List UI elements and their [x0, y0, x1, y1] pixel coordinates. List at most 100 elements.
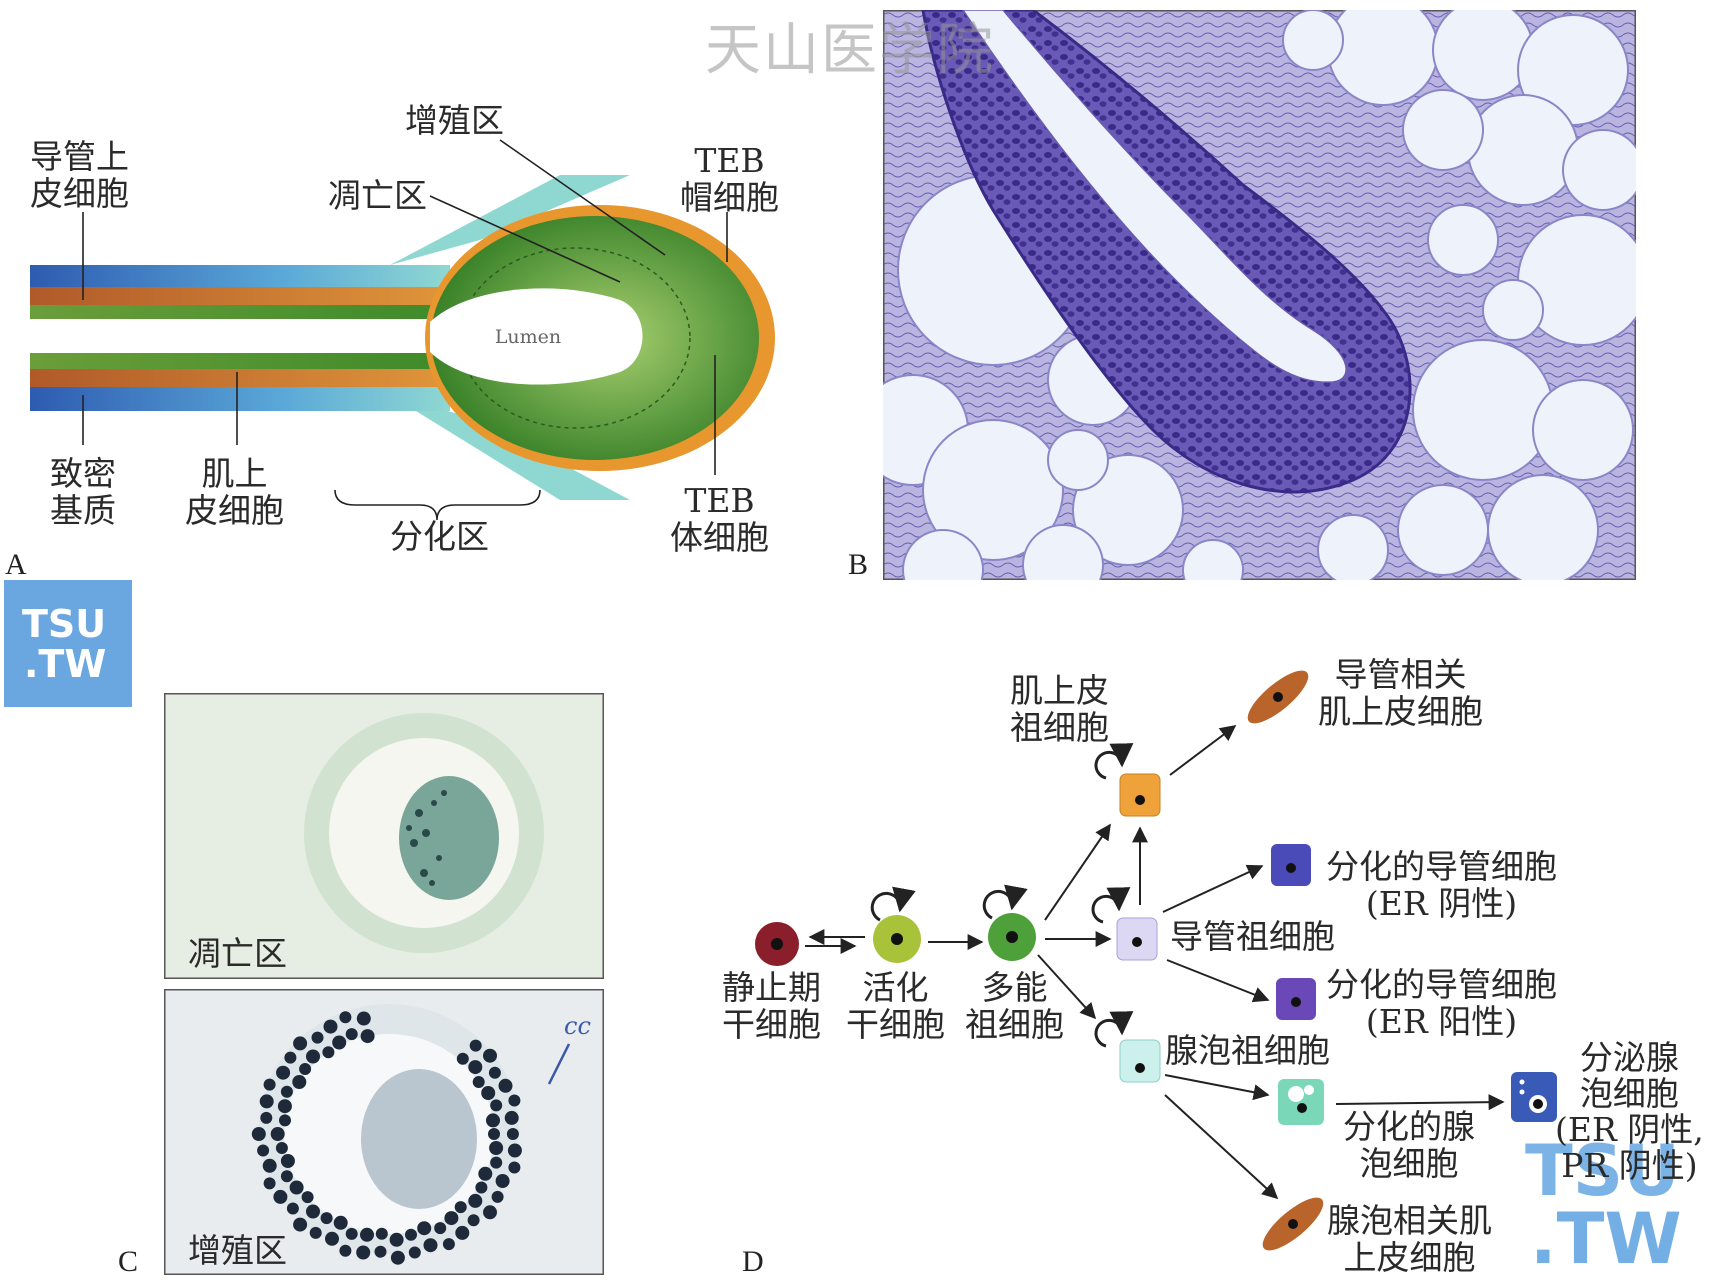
stained-nucleus	[472, 1076, 485, 1088]
stained-nucleus	[491, 1190, 504, 1203]
panel-letter-a: A	[5, 548, 27, 581]
stained-nucleus	[417, 1221, 432, 1236]
panel-letter-c: C	[118, 1245, 139, 1278]
label-differentiation-zone: 分化区	[390, 517, 489, 556]
label-multipotent-progenitor: 多能 祖细胞	[965, 968, 1064, 1044]
stained-ring	[251, 1011, 522, 1265]
stained-nucleus	[280, 1085, 293, 1098]
stained-nucleus	[483, 1048, 497, 1063]
stained-nucleus	[469, 1039, 482, 1052]
label-activated-stem: 活化 干细胞	[846, 968, 945, 1044]
stained-nucleus	[495, 1174, 510, 1188]
stained-nucleus	[468, 1060, 483, 1075]
stained-nucleus	[434, 1222, 447, 1235]
duct-bottom-epi	[30, 353, 450, 369]
fat-sheath-top	[390, 175, 630, 265]
stained-nucleus	[488, 1128, 500, 1140]
stained-nucleus	[339, 1244, 352, 1257]
stained-nucleus	[299, 1063, 312, 1075]
stained-nucleus	[325, 1231, 339, 1246]
label-dense-stroma: 致密 基质	[50, 454, 116, 530]
stained-nucleus	[490, 1099, 503, 1112]
stained-nucleus	[273, 1189, 288, 1204]
duct-top-stroma	[30, 265, 450, 287]
watermark-top: 天山医学院	[705, 18, 995, 83]
stained-nucleus	[455, 1225, 470, 1240]
lumen	[430, 288, 643, 385]
stained-nucleus	[489, 1141, 504, 1155]
stained-nucleus	[390, 1250, 405, 1265]
label-apoptosis-zone: 凋亡区	[328, 176, 427, 215]
stained-nucleus	[345, 1227, 358, 1240]
label-secretory-alveolar: 分泌腺 泡细胞 (ER 阴性, PR 阴性)	[1555, 1038, 1704, 1185]
stained-nucleus	[277, 1099, 292, 1114]
stained-nucleus	[263, 1078, 276, 1091]
label-myoepithelial: 肌上 皮细胞	[185, 454, 284, 530]
stained-nucleus	[405, 1228, 417, 1241]
stained-nucleus	[301, 1191, 314, 1204]
stained-nucleus	[279, 1114, 291, 1127]
stained-center	[361, 1069, 477, 1209]
cc-label: cc	[564, 1012, 591, 1040]
stained-nucleus	[309, 1226, 322, 1239]
stained-nucleus	[456, 1052, 469, 1065]
panel-c-bottom-image: cc	[164, 989, 604, 1275]
stained-nucleus	[389, 1232, 404, 1247]
stained-nucleus	[504, 1110, 519, 1125]
stained-nucleus	[408, 1246, 421, 1259]
stained-nucleus	[360, 1227, 374, 1242]
stained-nucleus	[280, 1154, 295, 1168]
stained-nucleus	[332, 1035, 347, 1050]
panel-letter-d: D	[742, 1245, 764, 1278]
stained-nucleus	[275, 1142, 288, 1154]
panel-c-top-label: 凋亡区	[188, 934, 287, 973]
label-ductal-progenitor: 导管祖细胞	[1170, 917, 1335, 956]
logo-line1: TSU	[22, 602, 107, 646]
stained-nucleus	[292, 1075, 307, 1089]
stained-nucleus	[356, 1011, 371, 1026]
duct-top-myo	[30, 287, 450, 305]
stained-nucleus	[498, 1078, 513, 1093]
stained-nucleus	[508, 1094, 521, 1107]
stained-nucleus	[444, 1211, 459, 1226]
stained-nucleus	[284, 1051, 297, 1064]
stained-nucleus	[323, 1019, 338, 1034]
stained-nucleus	[486, 1113, 500, 1128]
stained-nucleus	[508, 1161, 521, 1174]
label-teb-body-cells: TEB 体细胞	[670, 481, 769, 557]
stained-nucleus	[481, 1086, 496, 1100]
watermark-logo-left: TSU .TW	[4, 580, 132, 707]
duct-top-epi	[30, 305, 450, 319]
stained-nucleus	[506, 1128, 519, 1140]
stained-nucleus	[345, 1028, 358, 1041]
label-alveolar-progenitor: 腺泡祖细胞	[1165, 1031, 1330, 1070]
stained-nucleus	[259, 1094, 274, 1109]
stained-nucleus	[339, 1011, 352, 1024]
stained-cluster	[399, 776, 499, 900]
stained-nucleus	[293, 1217, 308, 1232]
stained-nucleus	[311, 1031, 324, 1044]
stained-nucleus	[289, 1180, 304, 1195]
stained-nucleus	[276, 1065, 291, 1080]
panel-c-bottom-label: 增殖区	[188, 1231, 287, 1270]
stained-nucleus	[257, 1144, 270, 1157]
stained-nucleus	[356, 1245, 371, 1260]
alveolar-progenitor-cell	[1119, 1039, 1161, 1083]
duct-bottom-stroma	[30, 387, 450, 411]
diff-alveolar-cell	[1278, 1079, 1324, 1125]
stained-nucleus	[280, 1170, 293, 1183]
stained-nucleus	[374, 1245, 387, 1258]
lumen-label: Lumen	[495, 326, 561, 348]
stained-nucleus	[262, 1158, 277, 1173]
stained-nucleus	[478, 1166, 493, 1181]
label-ductal-epithelial: 导管上 皮细胞	[30, 137, 129, 213]
panel-d-lineage	[755, 670, 1557, 1251]
stained-nucleus	[467, 1214, 480, 1227]
logo-line2: .TW	[24, 642, 107, 686]
panel-c-top-image	[164, 693, 604, 979]
stained-nucleus	[423, 1238, 438, 1253]
panel-letter-b: B	[848, 548, 869, 581]
stained-nucleus	[293, 1036, 308, 1051]
stained-nucleus	[306, 1049, 320, 1064]
stained-nucleus	[442, 1238, 455, 1251]
